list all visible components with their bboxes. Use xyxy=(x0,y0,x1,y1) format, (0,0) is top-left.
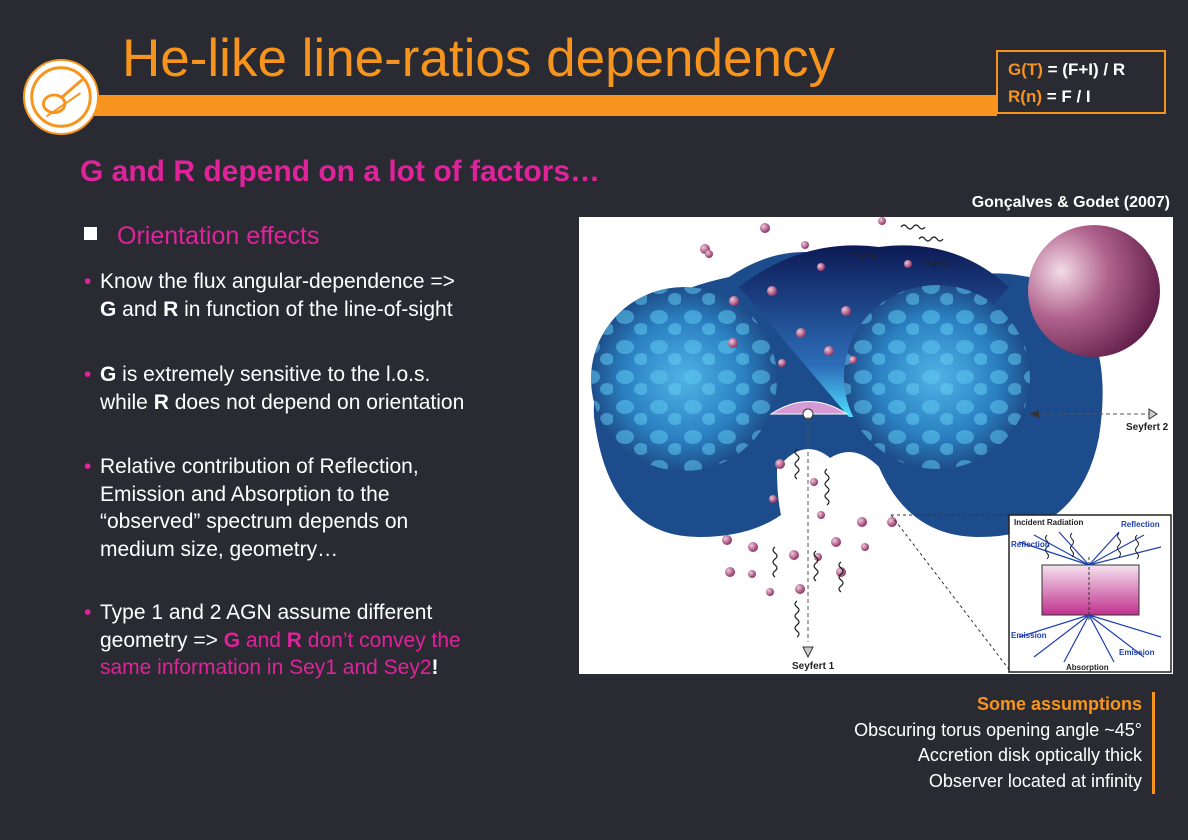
section-heading: Orientation effects xyxy=(84,222,319,251)
bullet-2-line-2: while R does not depend on orientation xyxy=(84,389,554,417)
torus-gap xyxy=(777,449,841,547)
bullet-dot-icon: • xyxy=(84,363,92,386)
gas-clouds xyxy=(700,217,912,596)
bullet-4-line-2: geometry => G and R don’t convey the xyxy=(84,627,564,655)
assumption-item: Observer located at infinity xyxy=(928,770,1142,791)
formula-box: G(T) = (F+I) / R R(n) = F / I xyxy=(996,50,1166,114)
bullet-2-line-1: is extremely sensitive to the l.o.s. xyxy=(116,363,431,386)
photon-waves xyxy=(772,224,949,638)
formula-g-expr: = (F+I) / R xyxy=(1042,60,1126,79)
reflection-left-label: Reflection xyxy=(1011,540,1050,549)
assumption-item: Accretion disk optically thick xyxy=(917,745,1142,765)
bullet-3-line-3: “observed” spectrum depends on xyxy=(100,510,409,533)
bullet-4-g: G xyxy=(223,628,241,652)
section-heading-text: Orientation effects xyxy=(117,222,320,250)
seyfert2-label: Seyfert 2 xyxy=(1126,422,1169,433)
bullet-1-line-2: G and R in function of the line-of-sight xyxy=(84,296,554,324)
formula-g-label: G(T) xyxy=(1008,60,1043,79)
reflection-right-label: Reflection xyxy=(1121,520,1160,529)
bullet-4-convey: don’t convey the xyxy=(301,628,461,652)
accretion-disk xyxy=(769,401,849,415)
bullet-1-g: G xyxy=(100,297,117,321)
seyfert2-arrow-icon xyxy=(1029,410,1039,418)
assumptions-heading: Some assumptions xyxy=(976,694,1142,714)
bullet-2: •G is extremely sensitive to the l.o.s. … xyxy=(84,361,554,416)
bullet-2-while: while xyxy=(100,390,154,414)
bullet-4: • Type 1 and 2 AGN assume different geome… xyxy=(84,599,564,682)
institution-logo-icon xyxy=(22,58,100,136)
bullet-3-line-2: Emission and Absorption to the xyxy=(100,482,390,506)
bullet-1-and: and xyxy=(116,297,164,321)
bullet-3: • Relative contribution of Reflection, Em… xyxy=(84,453,554,563)
inset-panel: Incident Radiation Reflection Reflection… xyxy=(1008,514,1172,673)
seyfert1-eye-icon xyxy=(802,646,814,659)
torus-right-texture xyxy=(844,285,1030,469)
bullet-4-and: and xyxy=(240,628,287,652)
bullet-4-bang: ! xyxy=(431,656,439,679)
seyfert2-eye-icon xyxy=(1148,408,1158,420)
agn-diagram-svg: Seyfert 1 Seyfert 2 xyxy=(591,217,1172,673)
assumptions-box: Some assumptions Obscuring torus opening… xyxy=(854,692,1155,794)
seyfert1-label: Seyfert 1 xyxy=(792,661,835,672)
bullet-1-rest: in function of the line-of-sight xyxy=(178,297,453,321)
page-title: He-like line-ratios dependency xyxy=(122,29,835,88)
agn-diagram: Seyfert 1 Seyfert 2 xyxy=(579,217,1173,674)
bullet-4-line-3: same information in Sey1 and Sey2! xyxy=(84,654,564,682)
bullet-1-line-1: Know the flux angular-dependence => xyxy=(100,270,455,293)
incident-radiation-label: Incident Radiation xyxy=(1014,518,1083,527)
companion-sphere xyxy=(1028,225,1160,357)
formula-r-expr: = F / I xyxy=(1041,87,1091,106)
bullet-dot-icon: • xyxy=(84,601,92,624)
emission-right-label: Emission xyxy=(1119,648,1155,657)
torus-left-texture xyxy=(591,287,777,471)
bullet-4-r: R xyxy=(286,628,302,652)
slide-subtitle: G and R depend on a lot of factors… xyxy=(80,155,601,188)
zoom-line-1 xyxy=(890,514,1012,673)
bullet-2-rest: does not depend on orientation xyxy=(168,390,465,414)
square-bullet-icon xyxy=(84,227,97,240)
bullet-4-geometry: geometry => xyxy=(100,628,224,652)
citation: Gonçalves & Godet (2007) xyxy=(971,194,1170,211)
formula-r: R(n) = F / I xyxy=(1008,83,1154,110)
formula-g: G(T) = (F+I) / R xyxy=(1008,56,1154,83)
bullet-dot-icon: • xyxy=(84,455,92,478)
emission-left-label: Emission xyxy=(1011,631,1047,640)
bullet-2-g: G xyxy=(100,363,117,386)
bullet-3-line-4: medium size, geometry… xyxy=(100,537,339,561)
bullet-4-line-1: Type 1 and 2 AGN assume different xyxy=(100,601,433,624)
bullet-dot-icon: • xyxy=(84,270,92,293)
bullet-4-same-info: same information in Sey1 and Sey2 xyxy=(100,656,432,679)
bullet-1: • Know the flux angular-dependence => G a… xyxy=(84,268,554,323)
header-bar xyxy=(75,95,997,116)
absorption-label: Absorption xyxy=(1066,663,1109,672)
bullet-1-r: R xyxy=(163,297,179,321)
bullet-2-r: R xyxy=(153,390,169,414)
bullet-3-line-1: Relative contribution of Reflection, xyxy=(100,455,419,478)
formula-r-label: R(n) xyxy=(1008,87,1042,106)
assumption-item: Obscuring torus opening angle ~45° xyxy=(854,719,1142,740)
